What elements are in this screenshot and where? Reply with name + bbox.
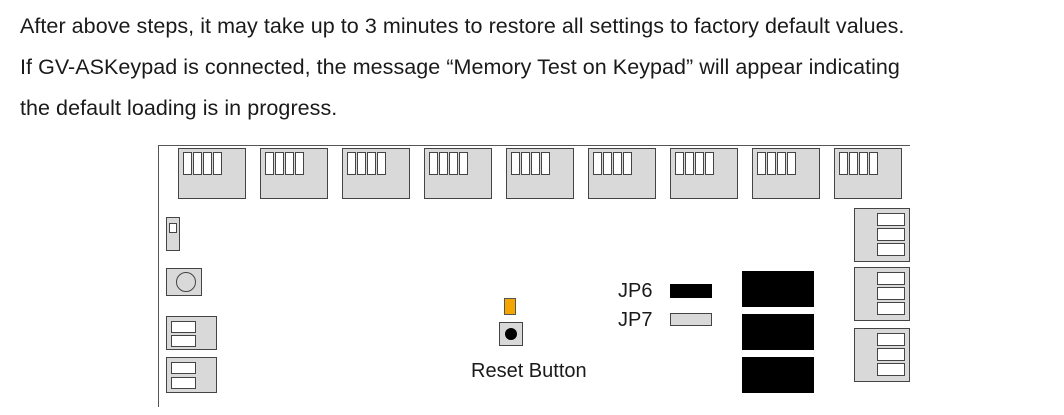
terminal-pin xyxy=(603,152,612,175)
top-terminal-header-8 xyxy=(752,148,820,199)
terminal-pin xyxy=(377,152,386,175)
terminal-pin xyxy=(213,152,222,175)
terminal-pin xyxy=(367,152,376,175)
terminal-pin xyxy=(593,152,602,175)
relay-block-1 xyxy=(742,271,814,307)
battery-holder xyxy=(166,268,202,296)
terminal-pin xyxy=(685,152,694,175)
top-terminal-header-9 xyxy=(834,148,902,199)
reset-button xyxy=(499,322,523,346)
terminal-pin xyxy=(203,152,212,175)
terminal-pin xyxy=(531,152,540,175)
terminal-pin xyxy=(613,152,622,175)
jp6-jumper xyxy=(670,284,712,298)
top-terminal-header-6 xyxy=(588,148,656,199)
top-terminal-header-1 xyxy=(178,148,246,199)
terminal-pin xyxy=(541,152,550,175)
terminal-pin xyxy=(265,152,274,175)
top-terminal-header-3 xyxy=(342,148,410,199)
top-terminal-header-5 xyxy=(506,148,574,199)
paragraph-line-1: After above steps, it may take up to 3 m… xyxy=(20,14,905,38)
instruction-paragraph: After above steps, it may take up to 3 m… xyxy=(20,6,1060,129)
terminal-pin xyxy=(459,152,468,175)
reset-button-label: Reset Button xyxy=(471,360,587,382)
jp6-label: JP6 xyxy=(618,280,653,302)
terminal-pin xyxy=(183,152,192,175)
terminal-pin xyxy=(347,152,356,175)
controller-board-diagram: Reset Button JP6 JP7 xyxy=(158,145,910,407)
terminal-pin xyxy=(859,152,868,175)
top-terminal-header-7 xyxy=(670,148,738,199)
terminal-pin xyxy=(777,152,786,175)
relay-block-3 xyxy=(742,357,814,393)
terminal-pin xyxy=(439,152,448,175)
terminal-pin xyxy=(357,152,366,175)
terminal-pin xyxy=(449,152,458,175)
terminal-pin xyxy=(429,152,438,175)
relay-block-2 xyxy=(742,314,814,350)
right-terminal-block-3 xyxy=(854,328,910,382)
jp7-label: JP7 xyxy=(618,309,653,331)
terminal-pin xyxy=(849,152,858,175)
jp7-jumper xyxy=(670,313,712,326)
terminal-pin xyxy=(285,152,294,175)
top-terminal-header-2 xyxy=(260,148,328,199)
terminal-pin xyxy=(705,152,714,175)
left-terminal-block-1 xyxy=(166,316,217,350)
paragraph-line-2: If GV-ASKeypad is connected, the message… xyxy=(20,55,900,79)
terminal-pin xyxy=(675,152,684,175)
right-terminal-block-1 xyxy=(854,208,910,262)
terminal-pin xyxy=(623,152,632,175)
terminal-pin xyxy=(839,152,848,175)
dip-switch xyxy=(166,217,180,251)
terminal-pin xyxy=(511,152,520,175)
terminal-pin xyxy=(787,152,796,175)
terminal-pin xyxy=(869,152,878,175)
status-led xyxy=(504,298,516,315)
left-terminal-block-2 xyxy=(166,357,217,393)
terminal-pin xyxy=(757,152,766,175)
terminal-pin xyxy=(521,152,530,175)
paragraph-line-3: the default loading is in progress. xyxy=(20,96,338,120)
right-terminal-block-2 xyxy=(854,267,910,321)
terminal-pin xyxy=(695,152,704,175)
terminal-pin xyxy=(295,152,304,175)
terminal-pin xyxy=(193,152,202,175)
terminal-pin xyxy=(767,152,776,175)
top-terminal-header-4 xyxy=(424,148,492,199)
terminal-pin xyxy=(275,152,284,175)
